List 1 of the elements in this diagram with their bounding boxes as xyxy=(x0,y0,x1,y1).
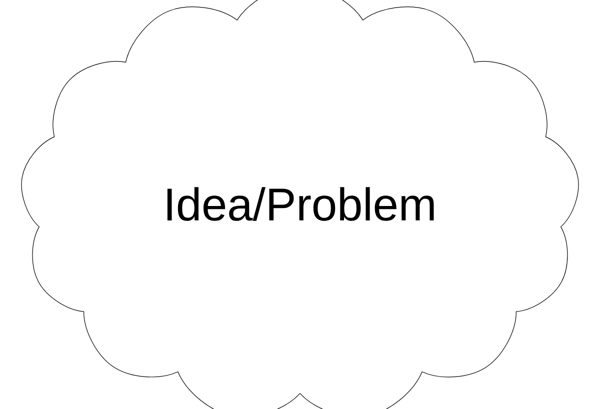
cloud: Idea/Problem xyxy=(21,0,579,409)
